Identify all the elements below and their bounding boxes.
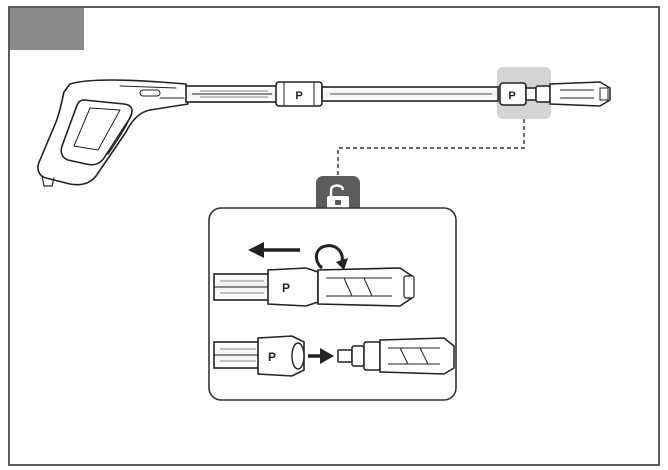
nozzle-top xyxy=(525,81,611,107)
coupling-socket xyxy=(291,342,305,370)
lance-tube-2 xyxy=(321,86,499,102)
unlocked-padlock-icon xyxy=(329,184,345,197)
brand-mark-icon: P xyxy=(295,90,302,102)
detail-coupling-a xyxy=(267,267,319,307)
detail-step-b: P xyxy=(213,335,455,377)
brand-mark-icon: P xyxy=(268,350,276,364)
brand-mark-icon: P xyxy=(508,90,515,102)
detail-coupling-b xyxy=(257,335,305,377)
lance-coupling-2: P xyxy=(499,82,527,106)
detail-step-a: P xyxy=(213,242,415,307)
rotate-arrow-icon xyxy=(315,244,348,270)
detail-nozzle-b xyxy=(379,337,455,375)
arrow-right-icon xyxy=(308,348,334,364)
arrow-left-icon xyxy=(248,242,300,258)
nozzle-stem xyxy=(337,349,353,363)
step-tab xyxy=(10,8,84,50)
lance-coupling-1: P xyxy=(275,81,323,107)
spray-gun xyxy=(37,79,189,187)
brand-mark-icon: P xyxy=(282,281,290,295)
lance-tube-1 xyxy=(185,85,279,103)
callout-connector xyxy=(337,119,525,176)
detail-nozzle-a xyxy=(317,267,413,307)
gun-trigger xyxy=(107,111,133,155)
gun-grip-window xyxy=(60,99,133,166)
